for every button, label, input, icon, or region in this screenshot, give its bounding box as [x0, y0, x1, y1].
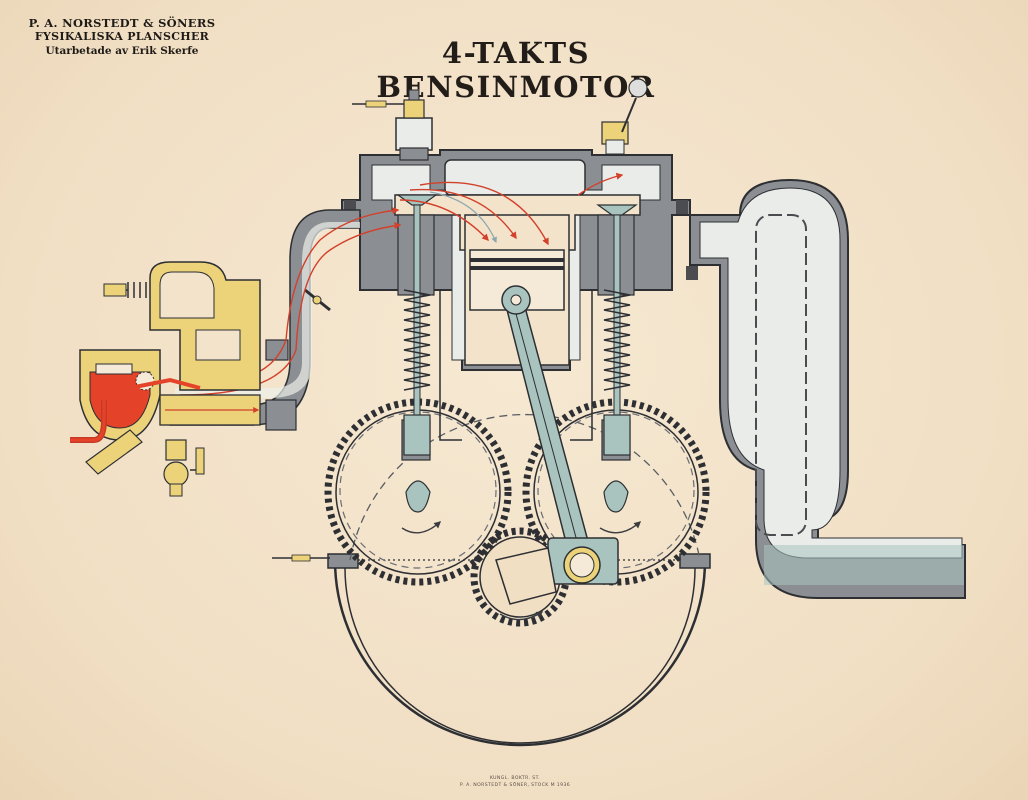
publisher-name: P. A. NORSTEDT & SÖNERS — [28, 16, 216, 30]
crank-web — [495, 547, 557, 605]
cam-lobes — [405, 480, 629, 513]
muffler-insert — [755, 214, 807, 536]
publisher-block: P. A. NORSTEDT & SÖNERS FYSIKALISKA PLAN… — [22, 16, 222, 58]
crank-pin-bearing — [547, 537, 619, 585]
carburetor — [70, 261, 261, 497]
exhaust-valve-lever-icon — [601, 78, 648, 155]
crankcase-breather — [272, 554, 330, 562]
intake-valve — [396, 194, 438, 456]
series-name: FYSIKALISKA PLANSCHER — [34, 30, 210, 43]
printer-imprint: KUNGL. BOKTR. ST. P. A. NORSTEDT & SÖNER… — [440, 775, 590, 789]
exhaust-pipe — [686, 178, 966, 599]
rotation-arrow-icon — [401, 521, 642, 621]
poster-title: 4-TAKTS BENSINMOTOR — [376, 36, 656, 104]
exhaust-valve — [596, 204, 638, 456]
spark-plug-icon — [352, 89, 433, 161]
intake-valve-spring — [403, 289, 431, 391]
crankcase — [327, 413, 711, 747]
author-credit: Utarbetade av Erik Skerfe — [45, 45, 199, 57]
imprint-line-1: KUNGL. BOKTR. ST. — [489, 776, 541, 781]
exhaust-valve-spring — [603, 289, 631, 391]
imprint-line-2: P. A. NORSTEDT & SÖNER, STOCK M 1936 — [459, 783, 571, 788]
